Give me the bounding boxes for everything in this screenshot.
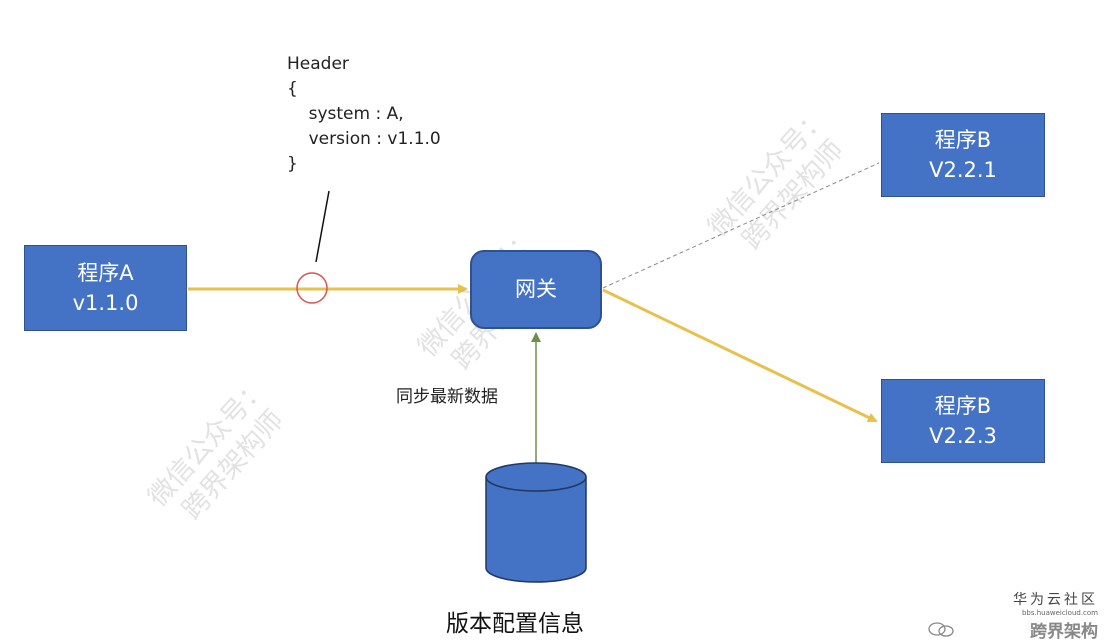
dashed-gateway-to-b1 <box>602 162 880 289</box>
database-cylinder <box>485 462 587 583</box>
header-code-block: Header{ system : A, version : v1.1.0} <box>287 54 441 174</box>
node-name: 程序B <box>934 127 992 152</box>
node-name: 程序B <box>934 393 992 418</box>
header-callout-line <box>315 190 330 263</box>
program-b2-node: 程序B V2.2.3 <box>881 379 1045 463</box>
node-name: 网关 <box>515 277 557 302</box>
corner-watermark: 华为云社区 bbs.huaweicloud.com 跨界架构 <box>1013 592 1098 642</box>
node-version: V2.2.3 <box>929 424 997 448</box>
program-b1-node: 程序B V2.2.1 <box>881 113 1045 197</box>
program-a-node: 程序A v1.1.0 <box>24 245 187 331</box>
sync-label: 同步最新数据 <box>396 387 498 407</box>
gateway-node: 网关 <box>470 250 602 329</box>
wechat-icon <box>928 622 954 637</box>
database-label: 版本配置信息 <box>446 611 584 637</box>
header-callout-circle <box>296 272 328 304</box>
node-name: 程序A <box>77 260 134 285</box>
arrow-gateway-to-b2 <box>602 288 878 423</box>
node-version: v1.1.0 <box>72 291 139 315</box>
node-version: V2.2.1 <box>929 158 997 182</box>
